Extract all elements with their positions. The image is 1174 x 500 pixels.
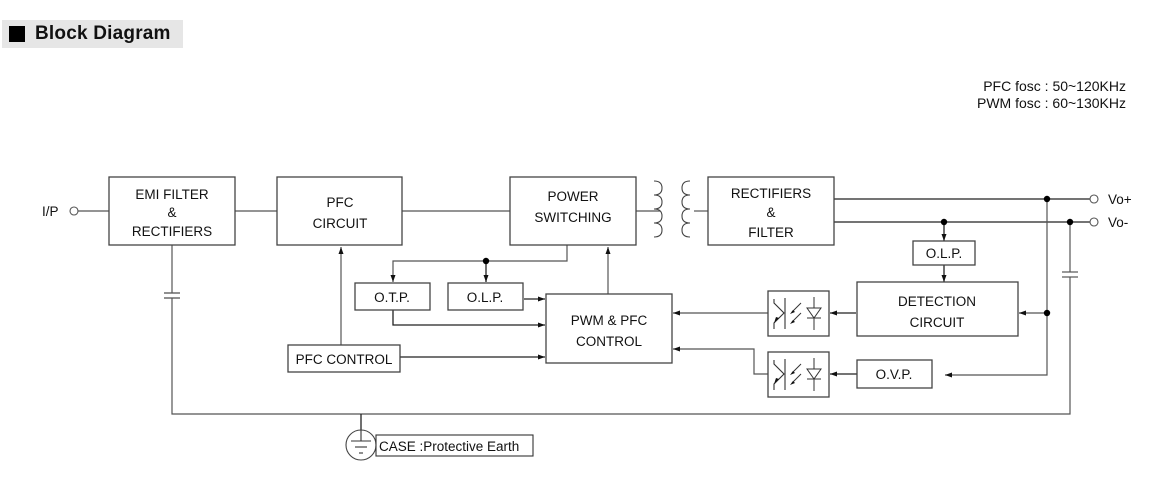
junction-dot	[940, 218, 948, 226]
section-header: Block Diagram	[2, 20, 183, 48]
block-label: O.T.P.	[374, 290, 410, 305]
block-label: &	[766, 205, 775, 220]
block-label: O.V.P.	[876, 367, 913, 382]
wire-otp-pwm	[392, 310, 545, 328]
ground-label: CASE :Protective Earth	[379, 439, 519, 454]
wire-power-otp	[390, 245, 568, 282]
junction-dot	[482, 257, 490, 265]
block-pfc-control: PFC CONTROL	[287, 344, 401, 373]
terminal-circle-icon	[1089, 194, 1099, 204]
protective-earth-icon	[345, 429, 377, 461]
terminal-circle-icon	[1089, 217, 1099, 227]
wire-vo-plus-ovp	[945, 199, 1048, 378]
input-terminal: I/P	[42, 204, 79, 219]
block-detection-circuit: DETECTION CIRCUIT	[856, 281, 1019, 337]
block-pfc-circuit: PFC CIRCUIT	[276, 176, 403, 246]
block-label: FILTER	[748, 225, 794, 240]
optocoupler-icon	[767, 290, 830, 337]
terminal-circle-icon	[69, 206, 79, 216]
block-ovp: O.V.P.	[856, 359, 933, 389]
block-label: SWITCHING	[534, 210, 611, 225]
block-label: RECTIFIERS	[731, 186, 811, 201]
wires	[78, 198, 1090, 436]
pfc-frequency: PFC fosc : 50~120KHz	[983, 78, 1126, 94]
block-emi-filter: EMI FILTER & RECTIFIERS	[108, 176, 236, 246]
block-label: PFC CONTROL	[296, 352, 393, 367]
block-pwm-pfc-control: PWM & PFC CONTROL	[545, 293, 673, 364]
vo-plus-label: Vo+	[1108, 192, 1132, 207]
ground-label-box: CASE :Protective Earth	[375, 434, 534, 457]
pwm-frequency: PWM fosc : 60~130KHz	[976, 95, 1126, 111]
block-label: O.L.P.	[467, 290, 504, 305]
frequency-notes: PFC fosc : 50~120KHz PWM fosc : 60~130KH…	[977, 78, 1126, 112]
block-label: CIRCUIT	[910, 315, 965, 330]
block-power-switching: POWER SWITCHING	[509, 176, 637, 246]
junctions	[482, 195, 1074, 317]
block-label: DETECTION	[898, 294, 976, 309]
vo-minus-label: Vo-	[1108, 215, 1128, 230]
block-label: PWM & PFC	[571, 313, 648, 328]
block-otp: O.T.P.	[354, 282, 431, 311]
block-olp: O.L.P.	[447, 282, 524, 311]
wire-opto2-pwm	[673, 346, 768, 375]
block-label: CONTROL	[576, 334, 642, 349]
transformer-icon	[653, 180, 691, 238]
wire-earth-bus	[171, 277, 1071, 415]
block-label: PFC	[327, 195, 354, 210]
output-terminal-minus: Vo-	[1089, 215, 1128, 230]
block-label: &	[167, 205, 176, 220]
block-olp-output: O.L.P.	[912, 240, 976, 266]
block-label: RECTIFIERS	[132, 224, 212, 239]
junction-dot	[1043, 309, 1051, 317]
block-rectifiers-filter: RECTIFIERS & FILTER	[707, 176, 835, 246]
block-label: CIRCUIT	[313, 216, 368, 231]
optocoupler-icon	[767, 351, 830, 398]
junction-dot	[1043, 195, 1051, 203]
block-label: POWER	[547, 189, 598, 204]
input-label: I/P	[42, 204, 59, 219]
output-terminal-plus: Vo+	[1089, 192, 1132, 207]
block-label: EMI FILTER	[135, 187, 209, 202]
junction-dot	[1066, 218, 1074, 226]
section-title: Block Diagram	[35, 23, 171, 44]
block-label: O.L.P.	[926, 246, 963, 261]
square-bullet-icon	[9, 26, 25, 42]
